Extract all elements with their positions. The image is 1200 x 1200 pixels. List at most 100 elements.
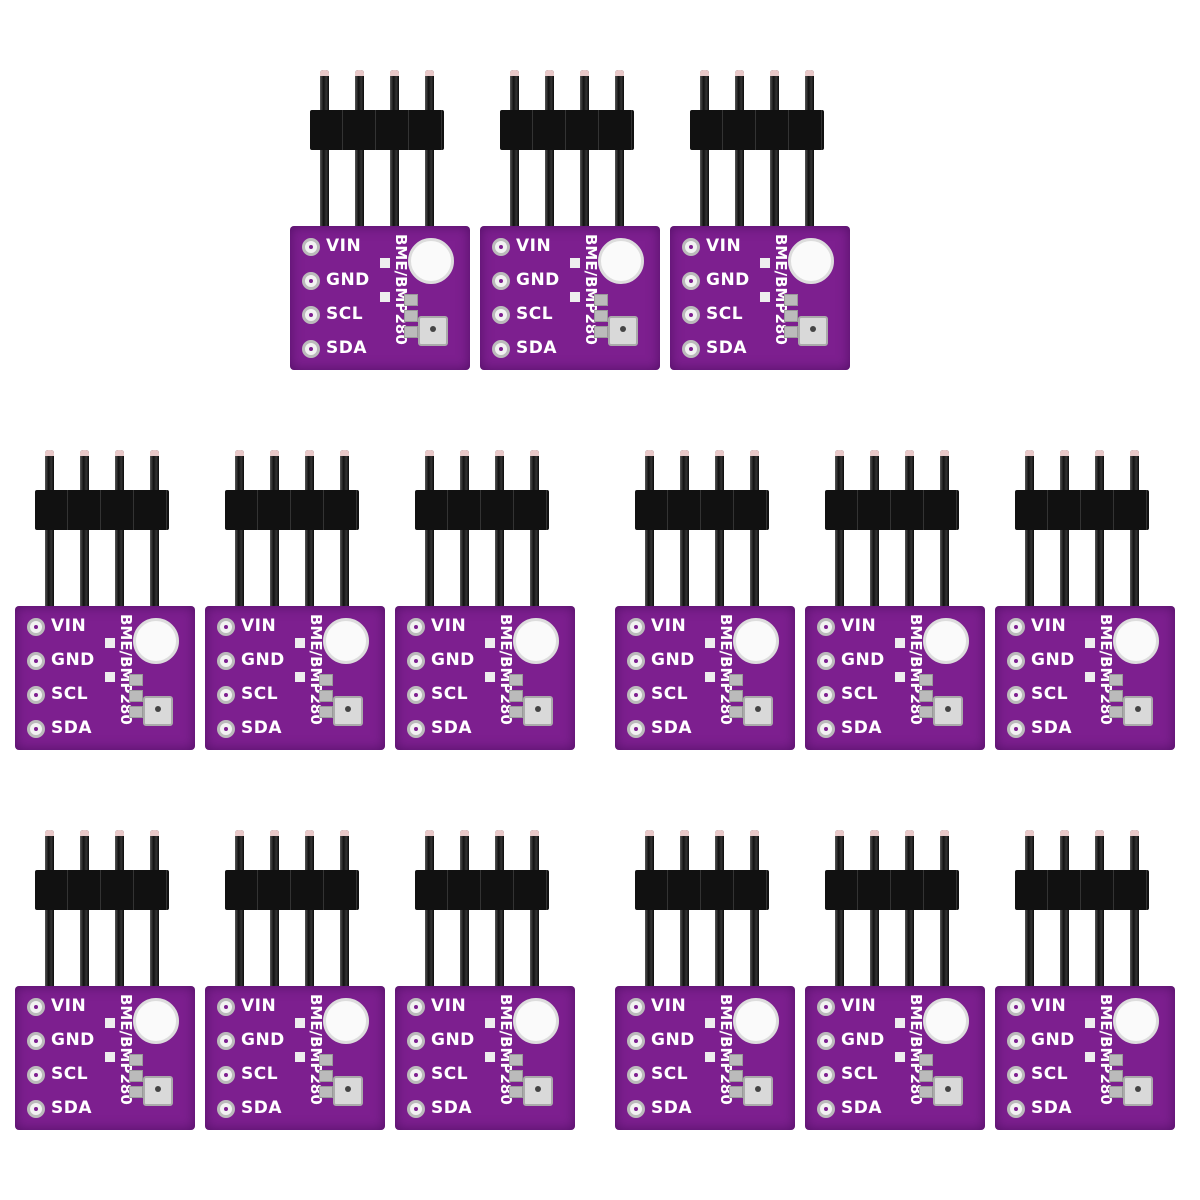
- pin-hole: [627, 1100, 645, 1118]
- pin-label-gnd: GND: [326, 270, 370, 290]
- pin-hole: [217, 998, 235, 1016]
- pcb-board: VIN GND SCL SDA BME/BMP280: [995, 606, 1175, 750]
- bmp280-module: VIN GND SCL SDA BME/BMP280: [995, 830, 1175, 1130]
- pin-hole: [627, 1032, 645, 1050]
- pin-header: [1015, 450, 1155, 610]
- header-housing: [415, 870, 549, 910]
- pressure-sensor-chip: [798, 316, 828, 346]
- pin-hole: [817, 998, 835, 1016]
- pin-label-gnd: GND: [706, 270, 750, 290]
- pin-hole: [217, 1032, 235, 1050]
- pin-hole: [407, 998, 425, 1016]
- smd-component: [1109, 1054, 1123, 1066]
- smd-component: [404, 310, 418, 322]
- pin-hole: [27, 618, 45, 636]
- pin-header: [225, 830, 365, 990]
- bmp280-module: VIN GND SCL SDA BME/BMP280: [805, 450, 985, 750]
- smd-component: [319, 1086, 333, 1098]
- smd-component: [919, 674, 933, 686]
- bmp280-module: VIN GND SCL SDA BME/BMP280: [395, 830, 575, 1130]
- pin-label-vin: VIN: [706, 236, 742, 256]
- smd-component: [784, 294, 798, 306]
- pin-label-vin: VIN: [51, 616, 87, 636]
- vent-hole: [133, 998, 179, 1044]
- pin-label-vin: VIN: [241, 616, 277, 636]
- pin-hole: [817, 1100, 835, 1118]
- pin-label-vin: VIN: [1031, 996, 1067, 1016]
- pin-label-sda: SDA: [706, 338, 748, 358]
- vent-hole: [733, 998, 779, 1044]
- pin-label-sda: SDA: [651, 1098, 693, 1118]
- pin-label-sda: SDA: [51, 718, 93, 738]
- pin-hole: [217, 1100, 235, 1118]
- smd-component: [729, 690, 743, 702]
- smd-component: [784, 326, 798, 338]
- pin-label-vin: VIN: [51, 996, 87, 1016]
- smd-component: [319, 706, 333, 718]
- pin-hole: [627, 652, 645, 670]
- pin-hole: [302, 272, 320, 290]
- pin-hole: [27, 686, 45, 704]
- smd-component: [1109, 1086, 1123, 1098]
- pin-hole: [27, 998, 45, 1016]
- pin-label-vin: VIN: [651, 996, 687, 1016]
- pressure-sensor-chip: [743, 696, 773, 726]
- smd-component: [729, 1054, 743, 1066]
- header-housing: [825, 490, 959, 530]
- pin-hole: [682, 238, 700, 256]
- pin-label-gnd: GND: [431, 1030, 475, 1050]
- pin-hole: [817, 686, 835, 704]
- smd-component: [509, 690, 523, 702]
- header-housing: [310, 110, 444, 150]
- header-housing: [1015, 870, 1149, 910]
- pin-hole: [817, 652, 835, 670]
- solder-pad: [485, 1018, 495, 1028]
- pin-label-gnd: GND: [51, 650, 95, 670]
- solder-pad: [1085, 638, 1095, 648]
- pressure-sensor-chip: [608, 316, 638, 346]
- solder-pad: [705, 672, 715, 682]
- vent-hole: [733, 618, 779, 664]
- smd-component: [594, 326, 608, 338]
- vent-hole: [788, 238, 834, 284]
- pin-hole: [302, 306, 320, 324]
- pcb-board: VIN GND SCL SDA BME/BMP280: [15, 606, 195, 750]
- smd-component: [919, 690, 933, 702]
- solder-pad: [485, 638, 495, 648]
- pcb-board: VIN GND SCL SDA BME/BMP280: [805, 986, 985, 1130]
- pin-label-gnd: GND: [1031, 650, 1075, 670]
- pin-label-sda: SDA: [1031, 718, 1073, 738]
- pin-label-gnd: GND: [1031, 1030, 1075, 1050]
- pin-hole: [682, 272, 700, 290]
- smd-component: [129, 674, 143, 686]
- pin-hole: [27, 1066, 45, 1084]
- smd-component: [784, 310, 798, 322]
- smd-component: [129, 690, 143, 702]
- pin-label-scl: SCL: [326, 304, 364, 324]
- pcb-board: VIN GND SCL SDA BME/BMP280: [615, 986, 795, 1130]
- pin-label-sda: SDA: [326, 338, 368, 358]
- pin-label-vin: VIN: [516, 236, 552, 256]
- bmp280-module: VIN GND SCL SDA BME/BMP280: [395, 450, 575, 750]
- pin-hole: [217, 720, 235, 738]
- pin-header: [635, 450, 775, 610]
- pin-hole: [492, 306, 510, 324]
- solder-pad: [105, 1052, 115, 1062]
- pin-label-sda: SDA: [841, 1098, 883, 1118]
- pin-label-scl: SCL: [706, 304, 744, 324]
- bmp280-module: VIN GND SCL SDA BME/BMP280: [15, 830, 195, 1130]
- pin-hole: [407, 618, 425, 636]
- bmp280-module: VIN GND SCL SDA BME/BMP280: [290, 70, 470, 370]
- pin-hole: [407, 652, 425, 670]
- pcb-board: VIN GND SCL SDA BME/BMP280: [205, 606, 385, 750]
- solder-pad: [570, 292, 580, 302]
- header-housing: [35, 490, 169, 530]
- pressure-sensor-chip: [523, 1076, 553, 1106]
- pin-hole: [817, 1066, 835, 1084]
- pin-label-scl: SCL: [241, 684, 279, 704]
- vent-hole: [1113, 998, 1159, 1044]
- smd-component: [729, 706, 743, 718]
- pressure-sensor-chip: [333, 696, 363, 726]
- pin-label-scl: SCL: [1031, 1064, 1069, 1084]
- solder-pad: [485, 672, 495, 682]
